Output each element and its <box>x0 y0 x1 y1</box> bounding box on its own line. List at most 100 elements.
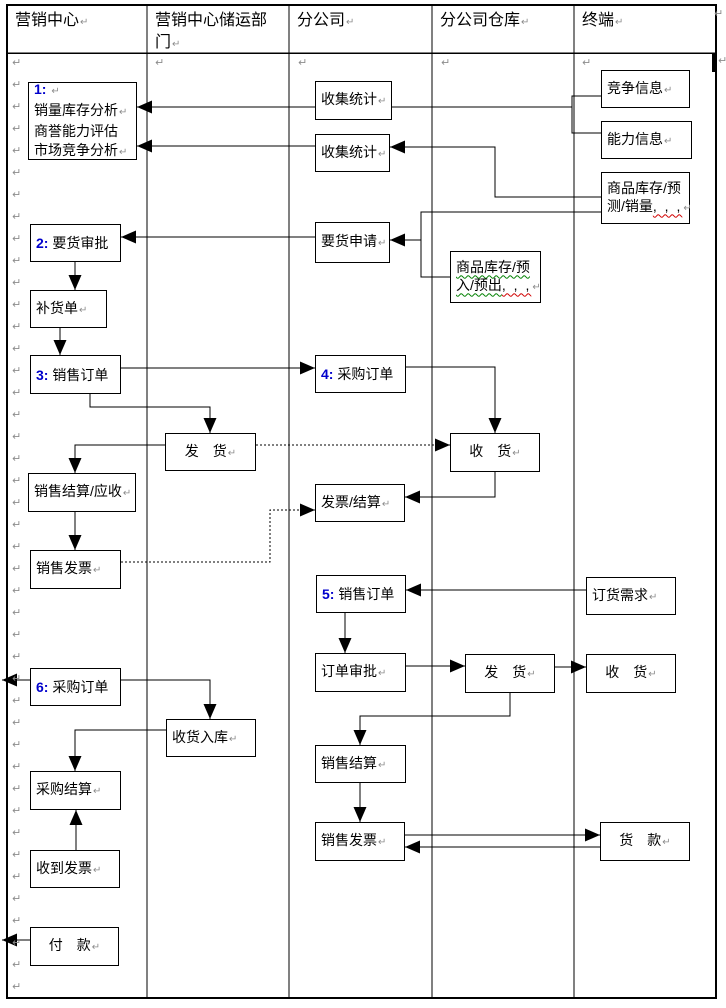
connector-order4-to-receive-a <box>406 366 496 433</box>
arrowhead-demand-to-order5 <box>406 583 421 597</box>
step-number: 6: <box>36 679 53 695</box>
paragraph-mark-icon: ↵ <box>122 488 132 499</box>
shape-text-line: 付 款↵ <box>49 936 100 957</box>
connector-order6-to-receive-warehouse <box>121 679 211 719</box>
header-cell-branch-warehouse[interactable]: 分公司仓库↵ <box>432 5 574 53</box>
shape-collect-stats-b[interactable]: 收集统计↵ <box>315 134 390 172</box>
left-margin-paragraph-mark: ↵ <box>12 321 22 333</box>
shape-label: 销售订单 <box>52 366 109 383</box>
paragraph-mark-icon: ↵ <box>119 107 128 118</box>
shape-receive-goods-a[interactable]: 收 货↵ <box>450 433 540 472</box>
left-margin-paragraph-mark: ↵ <box>12 387 22 399</box>
paragraph-mark-icon: ↵ <box>93 565 102 576</box>
left-margin-paragraph-mark: ↵ <box>12 629 22 641</box>
shape-text-line: 1: ↵ <box>34 80 134 101</box>
shape-sales-order-step5[interactable]: 5: 销售订单 <box>316 575 406 613</box>
shape-text-line: 测/销量, , ,↵ <box>607 197 692 218</box>
shape-sales-settlement[interactable]: 销售结算↵ <box>315 745 406 783</box>
arrowhead-stats-a-to-analysis <box>137 100 152 114</box>
arrowhead-ship-a-to-receive-a <box>435 438 450 452</box>
left-margin-paragraph-mark: ↵ <box>12 739 22 751</box>
arrowhead-order5-to-order-approval <box>338 638 352 653</box>
shape-purchase-settlement[interactable]: 采购结算↵ <box>30 771 121 810</box>
shape-label: 要货申请 <box>321 233 377 249</box>
paragraph-mark-icon: ↵ <box>662 837 671 848</box>
shape-payment[interactable]: 付 款↵ <box>30 927 119 966</box>
left-margin-paragraph-mark: ↵ <box>12 57 22 69</box>
shape-order-demand[interactable]: 订货需求↵ <box>586 577 676 615</box>
left-margin-paragraph-mark: ↵ <box>12 277 22 289</box>
shape-sales-invoice-b[interactable]: 销售发票↵ <box>315 822 405 861</box>
shape-sales-invoice-a[interactable]: 销售发票↵ <box>30 550 121 589</box>
left-margin-paragraph-mark: ↵ <box>12 123 22 135</box>
shape-sales-settle-receivable[interactable]: 销售结算/应收↵ <box>28 473 136 512</box>
shape-capability-info[interactable]: 能力信息↵ <box>601 121 692 159</box>
shape-stock-pre-in-out[interactable]: 商品库存/预入/预出, , ,↵ <box>450 251 541 303</box>
arrowhead-ship-a-to-settle-receivable <box>68 458 82 473</box>
arrowhead-warehouse-to-purchase-settlement <box>68 756 82 771</box>
header-label-branch-company: 分公司 <box>297 12 346 29</box>
arrowhead-goods-payment-to-invoice-b <box>405 840 420 854</box>
step-number: 2: <box>36 235 53 251</box>
shape-label: 竞争信息 <box>607 79 663 96</box>
left-margin-paragraph-mark: ↵ <box>12 365 22 377</box>
shape-label: 付 款 <box>48 937 91 953</box>
shape-goods-request[interactable]: 要货申请↵ <box>315 222 390 263</box>
left-margin-paragraph-mark: ↵ <box>12 827 22 839</box>
paragraph-mark-icon: ↵ <box>227 447 237 459</box>
arrowhead-settlement-to-invoice-b <box>353 807 367 822</box>
shape-text-line: 销售发票↵ <box>321 831 402 852</box>
left-margin-paragraph-mark: ↵ <box>12 167 22 179</box>
shape-analysis-step1[interactable]: 1: ↵销量库存分析↵商誉能力评估市场竞争分析↵ <box>28 80 137 160</box>
shape-replenish-order[interactable]: 补货单↵ <box>30 290 107 328</box>
shape-collect-stats-a[interactable]: 收集统计↵ <box>315 81 392 120</box>
shape-stock-forecast-sales[interactable]: 商品库存/预测/销量, , ,↵ <box>601 172 692 224</box>
header-cell-branch-company[interactable]: 分公司↵ <box>289 5 432 53</box>
paragraph-mark-icon: ↵ <box>664 84 673 96</box>
connector-ship-b-to-sales-settlement <box>359 693 511 745</box>
shape-text-line: 商品库存/预 <box>607 179 687 197</box>
shape-order-approval[interactable]: 订单审批↵ <box>315 653 406 692</box>
arrowhead-order6-exit-left <box>2 673 17 687</box>
left-margin-paragraph-mark: ↵ <box>12 431 22 443</box>
paragraph-mark-icon: ↵ <box>664 135 673 147</box>
shape-competition-info[interactable]: 竞争信息↵ <box>601 70 690 108</box>
left-margin-paragraph-mark: ↵ <box>12 475 22 487</box>
left-margin-paragraph-mark: ↵ <box>12 893 22 905</box>
shape-text-line: 发 货↵ <box>185 442 236 463</box>
header-label-terminal: 终端 <box>582 12 615 29</box>
shape-receive-into-warehouse[interactable]: 收货入库↵ <box>166 719 256 757</box>
shape-demand-approval-step2[interactable]: 2: 要货审批 <box>30 224 121 262</box>
shape-label: 销量库存分析 <box>34 102 118 118</box>
shape-ship-goods-b[interactable]: 发 货↵ <box>465 654 555 693</box>
left-margin-paragraph-mark: ↵ <box>12 409 22 421</box>
shape-text-line: 货 款↵ <box>619 831 670 852</box>
connector-info-bracket <box>571 95 601 134</box>
paragraph-mark-icon: ↵ <box>119 147 128 158</box>
paragraph-mark-icon: ↵ <box>378 96 387 107</box>
arrowhead-order4-to-receive-a <box>488 418 502 433</box>
header-label-marketing-storage-dept: 营销中心储运部 门 <box>155 12 268 51</box>
shape-invoice-received[interactable]: 收到发票↵ <box>30 850 120 888</box>
shape-purchase-order-step4[interactable]: 4: 采购订单 <box>315 355 406 393</box>
header-cell-marketing-center[interactable]: 营销中心↵ <box>7 5 147 53</box>
shape-text-line: 竞争信息↵ <box>607 79 687 100</box>
arrowhead-payment-exit-left <box>2 933 17 947</box>
shape-label: 收集统计 <box>321 143 377 160</box>
paragraph-mark-icon: ↵ <box>521 17 530 28</box>
shape-label: 收集统计 <box>321 91 377 107</box>
step-number: 1: <box>34 81 51 97</box>
left-margin-paragraph-mark: ↵ <box>12 981 22 993</box>
header-cell-marketing-storage-dept[interactable]: 营销中心储运部 门↵ <box>147 5 289 53</box>
header-cell-terminal[interactable]: 终端↵ <box>574 5 716 53</box>
shape-ship-goods-a[interactable]: 发 货↵ <box>165 433 256 471</box>
shape-receive-goods-b[interactable]: 收 货↵ <box>586 654 676 693</box>
arrowhead-order6-to-receive-warehouse <box>203 704 217 719</box>
left-margin-paragraph-mark: ↵ <box>12 563 22 575</box>
shape-purchase-order-step6[interactable]: 6: 采购订单 <box>30 668 121 706</box>
shape-goods-payment[interactable]: 货 款↵ <box>600 822 690 861</box>
shape-invoice-settlement[interactable]: 发票/结算↵ <box>315 484 405 522</box>
left-margin-paragraph-mark: ↵ <box>12 607 22 619</box>
shape-sales-order-step3[interactable]: 3: 销售订单 <box>30 355 121 394</box>
left-margin-paragraph-mark: ↵ <box>12 101 22 113</box>
